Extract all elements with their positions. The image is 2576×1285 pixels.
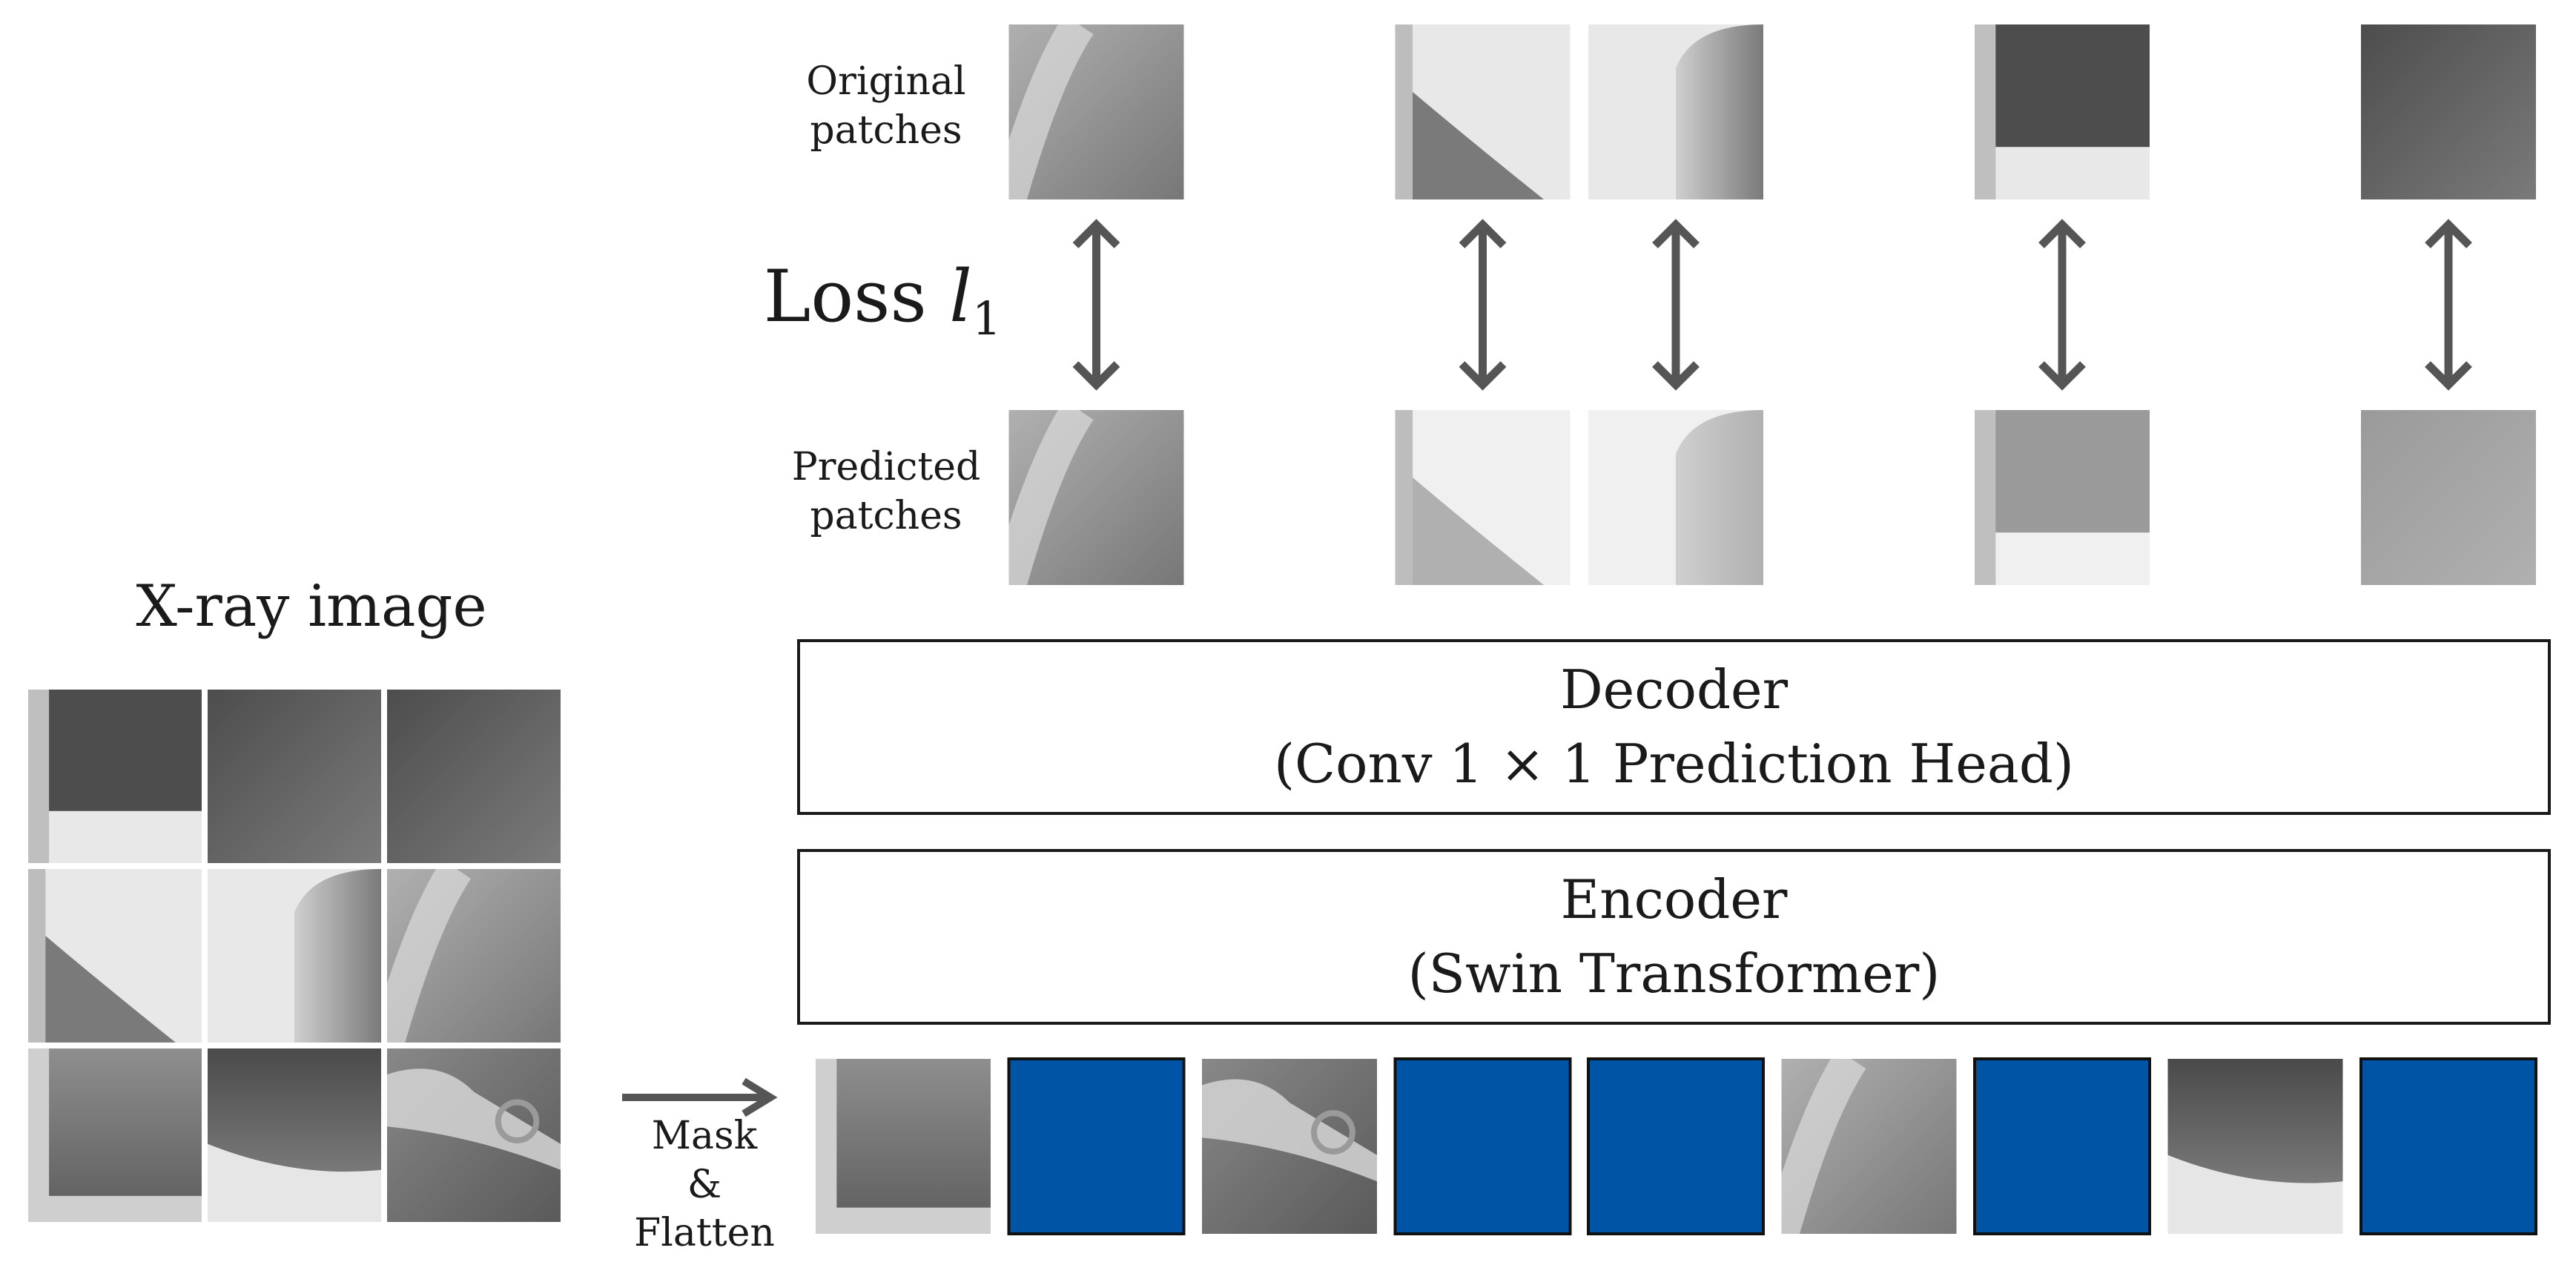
masked-token-7 xyxy=(1973,1057,2151,1235)
visible-token-3 xyxy=(1202,1059,1377,1234)
visible-token-1 xyxy=(816,1059,991,1234)
masked-token-9 xyxy=(2359,1057,2537,1235)
original-patch-2 xyxy=(1008,24,1184,199)
encoder-block: Encoder (Swin Transformer) xyxy=(797,849,2551,1025)
loss-label: Loss l1 xyxy=(756,261,1008,342)
xray-patch-9 xyxy=(387,1048,561,1222)
mask-flatten-arrow xyxy=(622,1077,778,1117)
masked-token-4 xyxy=(1393,1057,1572,1235)
predicted-label-line1: Predicted xyxy=(791,445,981,489)
loss-word: Loss xyxy=(763,255,950,338)
loss-subscript: 1 xyxy=(971,291,1002,346)
xray-patch-7 xyxy=(28,1048,202,1222)
loss-symbol: l xyxy=(949,255,972,338)
xray-patch-2 xyxy=(208,690,381,863)
decoder-subtitle: (Conv 1 × 1 Prediction Head) xyxy=(1273,732,2075,795)
loss-arrow-7 xyxy=(2038,219,2086,391)
xray-patch-4 xyxy=(28,869,202,1043)
predicted-patch-9 xyxy=(2361,410,2536,585)
predicted-label-line2: patches xyxy=(810,493,962,538)
mask-flatten-label: Mask & Flatten xyxy=(623,1112,786,1258)
xray-patch-6 xyxy=(387,869,561,1043)
original-patches-label: Original patches xyxy=(764,58,1008,155)
visible-token-8 xyxy=(2167,1059,2343,1234)
xray-patch-8 xyxy=(208,1048,381,1222)
encoder-title: Encoder xyxy=(1560,868,1788,931)
decoder-block: Decoder (Conv 1 × 1 Prediction Head) xyxy=(797,639,2551,815)
loss-arrow-2 xyxy=(1072,219,1120,391)
loss-arrow-9 xyxy=(2425,219,2472,391)
predicted-patch-5 xyxy=(1588,410,1763,585)
xray-patch-5 xyxy=(208,869,381,1043)
original-patch-7 xyxy=(1975,24,2150,199)
masked-token-5 xyxy=(1587,1057,1765,1235)
decoder-title: Decoder xyxy=(1559,658,1789,721)
predicted-patches-label: Predicted patches xyxy=(764,443,1008,541)
original-label-line2: patches xyxy=(810,108,962,153)
predicted-patch-4 xyxy=(1395,410,1571,585)
ampersand: & xyxy=(687,1162,722,1207)
xray-image-title: X-ray image xyxy=(136,573,487,640)
visible-token-6 xyxy=(1781,1059,1957,1234)
predicted-patch-7 xyxy=(1975,410,2150,585)
original-patch-4 xyxy=(1395,24,1571,199)
original-patch-5 xyxy=(1588,24,1763,199)
loss-arrow-5 xyxy=(1652,219,1700,391)
loss-arrow-4 xyxy=(1459,219,1507,391)
original-patch-9 xyxy=(2361,24,2536,199)
flatten-word: Flatten xyxy=(634,1211,775,1256)
xray-patch-1 xyxy=(28,690,202,863)
encoder-subtitle: (Swin Transformer) xyxy=(1407,942,1941,1005)
masked-token-2 xyxy=(1007,1057,1186,1235)
xray-patch-3 xyxy=(387,690,561,863)
original-label-line1: Original xyxy=(806,59,966,104)
mask-word: Mask xyxy=(651,1114,758,1158)
predicted-patch-2 xyxy=(1008,410,1184,585)
